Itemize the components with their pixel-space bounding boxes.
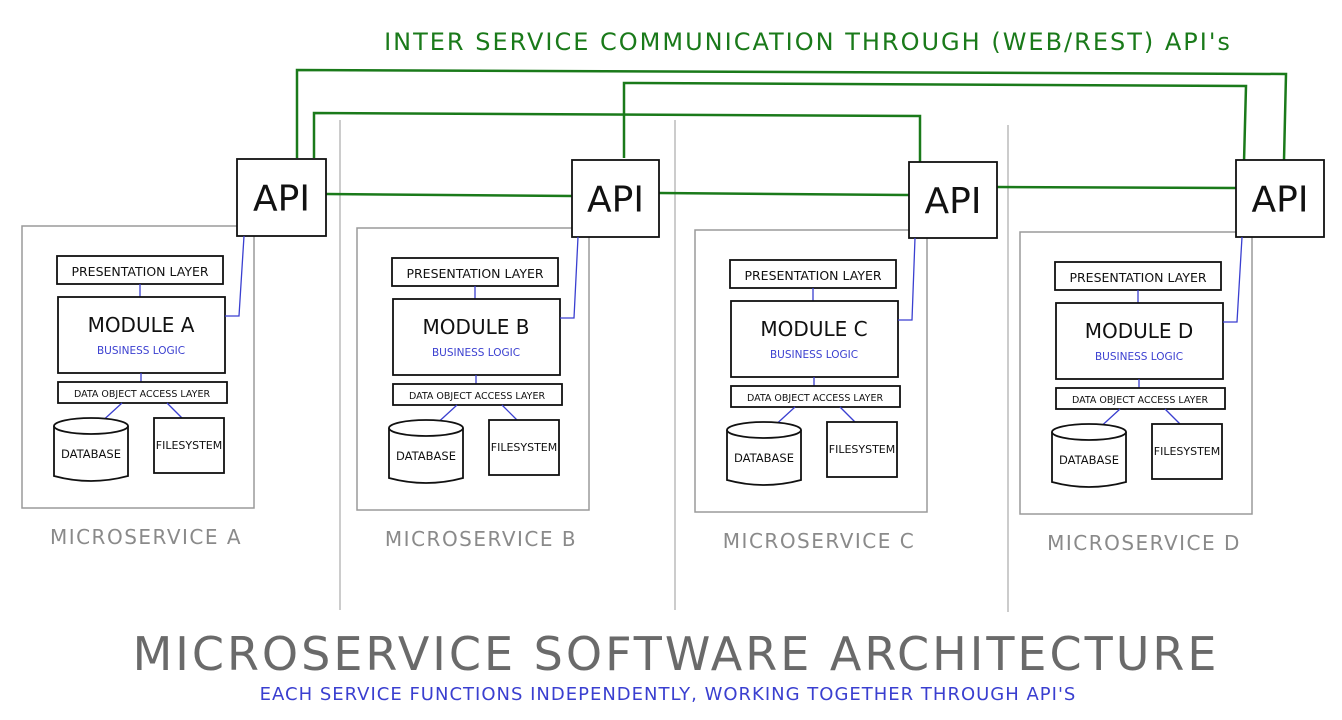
api-box xyxy=(236,158,327,237)
services-layer: PRESENTATION LAYER MODULE A BUSINESS LOGIC… xyxy=(21,158,1325,555)
filesystem-label: FILESYSTEM xyxy=(156,439,223,452)
filesystem-label: FILESYSTEM xyxy=(491,441,558,454)
microservice-d: PRESENTATION LAYER MODULE D BUSINESS LOGIC… xyxy=(1019,159,1325,555)
microservice-b: PRESENTATION LAYER MODULE B BUSINESS LOGIC… xyxy=(356,159,660,551)
module-api-connector xyxy=(1223,236,1243,323)
database-label: DATABASE xyxy=(734,451,794,465)
filesystem-box xyxy=(826,421,898,478)
connection-a-c xyxy=(312,111,922,162)
business-logic-label: BUSINESS LOGIC xyxy=(97,345,185,357)
connection-b-c xyxy=(658,191,910,197)
api-label: API xyxy=(253,179,310,220)
module-label: MODULE A xyxy=(88,313,195,337)
module-label: MODULE C xyxy=(760,317,867,341)
microservice-c: PRESENTATION LAYER MODULE C BUSINESS LOGIC… xyxy=(694,161,998,553)
dao-layer-box xyxy=(57,381,228,404)
presentation-layer-label: PRESENTATION LAYER xyxy=(406,266,543,281)
subtitle: EACH SERVICE FUNCTIONS INDEPENDENTLY, WO… xyxy=(260,684,1077,705)
presentation-layer-box xyxy=(391,257,559,287)
service-container xyxy=(694,229,928,513)
microservice-label: MICROSERVICE B xyxy=(385,527,577,551)
presentation-layer-label: PRESENTATION LAYER xyxy=(71,264,208,279)
filesystem-box xyxy=(488,419,560,476)
database-icon xyxy=(1051,423,1127,488)
service-container xyxy=(21,225,255,509)
presentation-layer-box xyxy=(56,255,224,285)
filesystem-box xyxy=(153,417,225,474)
presentation-layer-label: PRESENTATION LAYER xyxy=(744,268,881,283)
dao-layer-box xyxy=(730,385,901,408)
api-label: API xyxy=(587,180,644,221)
dao-layer-box xyxy=(392,383,563,406)
connection-b-d xyxy=(622,81,1248,163)
connection-a-d xyxy=(295,68,1288,161)
module-label: MODULE D xyxy=(1085,319,1194,343)
service-separators xyxy=(339,120,1009,612)
module-box xyxy=(1055,302,1224,380)
module-api-connector xyxy=(225,235,245,317)
filesystem-label: FILESYSTEM xyxy=(1154,445,1221,458)
api-box xyxy=(1235,159,1325,238)
api-label: API xyxy=(1252,180,1309,221)
database-label: DATABASE xyxy=(61,447,121,461)
microservice-label: MICROSERVICE A xyxy=(50,525,242,549)
dao-layer-label: DATA OBJECT ACCESS LAYER xyxy=(747,393,884,404)
api-box xyxy=(908,161,998,239)
module-box xyxy=(730,300,899,378)
dao-filesystem-connector xyxy=(1164,408,1181,425)
dao-layer-label: DATA OBJECT ACCESS LAYER xyxy=(1072,395,1209,406)
dao-layer-label: DATA OBJECT ACCESS LAYER xyxy=(74,389,211,400)
connection-c-d xyxy=(996,185,1237,190)
database-label: DATABASE xyxy=(1059,453,1119,467)
connection-a-b xyxy=(325,192,573,198)
dao-layer-box xyxy=(1055,387,1226,410)
module-box xyxy=(57,296,226,374)
api-box xyxy=(571,159,660,238)
microservice-a: PRESENTATION LAYER MODULE A BUSINESS LOGIC… xyxy=(21,158,327,549)
microservice-label: MICROSERVICE C xyxy=(723,529,915,553)
module-api-connector xyxy=(898,237,916,321)
service-container xyxy=(1019,231,1253,515)
module-api-connector xyxy=(560,236,579,319)
microservice-label: MICROSERVICE D xyxy=(1047,531,1241,555)
dao-layer-label: DATA OBJECT ACCESS LAYER xyxy=(409,391,546,402)
database-icon xyxy=(388,419,464,484)
dao-filesystem-connector xyxy=(166,402,183,419)
api-label: API xyxy=(925,181,982,222)
service-container xyxy=(356,227,590,511)
dao-filesystem-connector xyxy=(839,406,856,423)
filesystem-label: FILESYSTEM xyxy=(829,443,896,456)
database-label: DATABASE xyxy=(396,449,456,463)
filesystem-box xyxy=(1151,423,1223,480)
inter-service-label: INTER SERVICE COMMUNICATION THROUGH (WEB… xyxy=(384,28,1232,56)
module-label: MODULE B xyxy=(423,315,530,339)
business-logic-label: BUSINESS LOGIC xyxy=(1095,351,1183,363)
dao-filesystem-connector xyxy=(501,404,518,421)
presentation-layer-label: PRESENTATION LAYER xyxy=(1069,270,1206,285)
business-logic-label: BUSINESS LOGIC xyxy=(770,349,858,361)
business-logic-label: BUSINESS LOGIC xyxy=(432,347,520,359)
database-icon xyxy=(726,421,802,486)
database-icon xyxy=(53,417,129,482)
main-title: MICROSERVICE SOFTWARE ARCHITECTURE xyxy=(133,627,1220,681)
api-connections xyxy=(295,68,1288,198)
